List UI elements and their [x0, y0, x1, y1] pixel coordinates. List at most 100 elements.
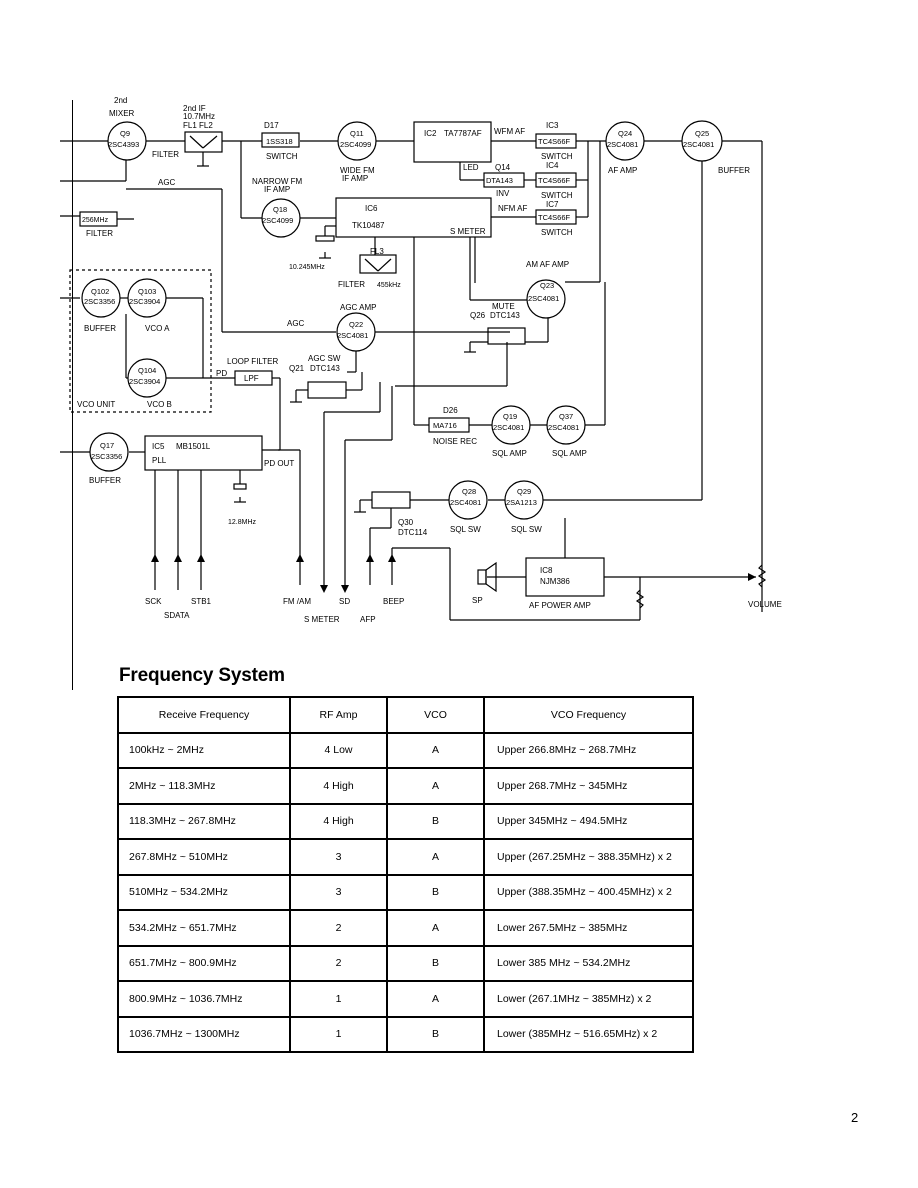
- cell-receive-frequency: 651.7MHz ~ 800.9MHz: [117, 944, 291, 982]
- q21-part: DTC143: [310, 364, 340, 373]
- q18-part: 2SC4099: [262, 216, 293, 225]
- cell-receive-frequency: 510MHz ~ 534.2MHz: [117, 873, 291, 911]
- table-row: 2MHz ~ 118.3MHz 4 High A Upper 268.7MHz …: [117, 767, 694, 805]
- q22-ref: Q22: [349, 320, 363, 329]
- q103-part: 2SC3904: [129, 297, 160, 306]
- label-vco-a: VCO A: [145, 324, 170, 333]
- header-vco-frequency: VCO Frequency: [483, 696, 694, 734]
- label-sql-amp-a: SQL AMP: [492, 449, 527, 458]
- label-pll: PLL: [152, 456, 167, 465]
- label-sck: SCK: [145, 597, 162, 606]
- label-sql-amp-b: SQL AMP: [552, 449, 587, 458]
- label-buffer-c: BUFFER: [89, 476, 121, 485]
- q23-ref: Q23: [540, 281, 554, 290]
- cell-receive-frequency: 100kHz ~ 2MHz: [117, 731, 291, 769]
- ic7-part: TC4S66F: [538, 213, 571, 222]
- table-row: 118.3MHz ~ 267.8MHz 4 High B Upper 345MH…: [117, 802, 694, 840]
- ic6-part: TK10487: [352, 221, 385, 230]
- q22-part: 2SC4081: [337, 331, 368, 340]
- d17-ref: D17: [264, 121, 279, 130]
- block-diagram: 2nd MIXER Q9 2SC4393 2nd IF 10.7MHz FL1 …: [60, 96, 782, 624]
- label-af-amp: AF AMP: [608, 166, 637, 175]
- volume-resistor: [757, 564, 767, 588]
- table-header-row: Receive Frequency RF Amp VCO VCO Frequen…: [117, 696, 694, 734]
- table-row: 800.9MHz ~ 1036.7MHz 1 A Lower (267.1MHz…: [117, 980, 694, 1018]
- label-switch-c: SWITCH: [541, 191, 573, 200]
- label-volume: VOLUME: [748, 600, 782, 609]
- cell-vco-frequency: Upper 268.7MHz ~ 345MHz: [483, 767, 694, 805]
- ic6-ref: IC6: [365, 204, 378, 213]
- table-row: 100kHz ~ 2MHz 4 Low A Upper 266.8MHz ~ 2…: [117, 731, 694, 769]
- cell-receive-frequency: 800.9MHz ~ 1036.7MHz: [117, 980, 291, 1018]
- label-2nd: 2nd: [114, 96, 127, 105]
- cell-vco-frequency: Lower (267.1MHz ~ 385MHz) x 2: [483, 980, 694, 1018]
- label-switch-d: SWITCH: [541, 228, 573, 237]
- label-am-af-amp: AM AF AMP: [526, 260, 569, 269]
- cell-vco: A: [386, 909, 485, 947]
- label-stb1: STB1: [191, 597, 212, 606]
- q11-part: 2SC4099: [340, 140, 371, 149]
- label-wfm-af: WFM AF: [494, 127, 525, 136]
- label-agc-a: AGC: [158, 178, 176, 187]
- q37-part: 2SC4081: [548, 423, 579, 432]
- q102-part: 2SC3356: [84, 297, 115, 306]
- wiring: [60, 140, 763, 621]
- fl3-ref: FL3: [370, 247, 384, 256]
- q14-ref: Q14: [495, 163, 511, 172]
- cell-receive-frequency: 2MHz ~ 118.3MHz: [117, 767, 291, 805]
- q25-part: 2SC4081: [683, 140, 714, 149]
- q14-part: DTA143: [486, 176, 513, 185]
- label-mute: MUTE: [492, 302, 515, 311]
- d26-part: MA716: [433, 421, 457, 430]
- cell-receive-frequency: 118.3MHz ~ 267.8MHz: [117, 802, 291, 840]
- label-agc-sw: AGC SW: [308, 354, 341, 363]
- section-title: Frequency System: [119, 665, 285, 686]
- table-row: 510MHz ~ 534.2MHz 3 B Upper (388.35MHz ~…: [117, 873, 694, 911]
- header-vco: VCO: [386, 696, 485, 734]
- label-sdata: SDATA: [164, 611, 190, 620]
- label-nfm-af: NFM AF: [498, 204, 527, 213]
- q17-ref: Q17: [100, 441, 114, 450]
- label-vco-unit: VCO UNIT: [77, 400, 115, 409]
- q9-ref: Q9: [120, 129, 130, 138]
- cell-rf-amp: 2: [289, 944, 388, 982]
- label-buffer-b: BUFFER: [84, 324, 116, 333]
- page-number: 2: [851, 1110, 859, 1125]
- label-if-amp-b: IF AMP: [264, 185, 290, 194]
- q17-part: 2SC3356: [91, 452, 122, 461]
- label-switch-a: SWITCH: [266, 152, 298, 161]
- cell-vco-frequency: Upper (267.25MHz ~ 388.35MHz) x 2: [483, 838, 694, 876]
- label-lpf: LPF: [244, 374, 259, 383]
- label-256mhz: 256MHz: [82, 217, 109, 224]
- ic2-ref: IC2: [424, 129, 437, 138]
- q26-ref: Q26: [470, 311, 486, 320]
- vco-unit-boundary: [69, 269, 212, 413]
- q104-part: 2SC3904: [129, 377, 160, 386]
- label-filter-a: FILTER: [152, 150, 179, 159]
- ic4-ref: IC4: [546, 161, 559, 170]
- q9-part: 2SC4393: [108, 140, 139, 149]
- table-row: 267.8MHz ~ 510MHz 3 A Upper (267.25MHz ~…: [117, 838, 694, 876]
- cell-receive-frequency: 267.8MHz ~ 510MHz: [117, 838, 291, 876]
- cell-rf-amp: 1: [289, 1015, 388, 1053]
- label-agc-amp: AGC AMP: [340, 303, 376, 312]
- label-agc-b: AGC: [287, 319, 305, 328]
- label-pd: PD: [216, 369, 227, 378]
- q28-part: 2SC4081: [450, 498, 481, 507]
- cell-vco: B: [386, 1015, 485, 1053]
- q104-ref: Q104: [138, 366, 156, 375]
- table-row: 534.2MHz ~ 651.7MHz 2 A Lower 267.5MHz ~…: [117, 909, 694, 947]
- label-inv: INV: [496, 189, 510, 198]
- label-wide-fm: WIDE FM: [340, 166, 375, 175]
- label-af-power-amp: AF POWER AMP: [529, 601, 591, 610]
- cell-vco-frequency: Lower 267.5MHz ~ 385MHz: [483, 909, 694, 947]
- q102-ref: Q102: [91, 287, 109, 296]
- q24-ref: Q24: [618, 129, 632, 138]
- cell-vco: B: [386, 873, 485, 911]
- label-s-meter-b: S METER: [304, 615, 340, 624]
- label-filter-c: FILTER: [86, 229, 113, 238]
- cell-vco: A: [386, 838, 485, 876]
- ic7-ref: IC7: [546, 200, 559, 209]
- ic5-part: MB1501L: [176, 442, 211, 451]
- label-loop-filter: LOOP FILTER: [227, 357, 278, 366]
